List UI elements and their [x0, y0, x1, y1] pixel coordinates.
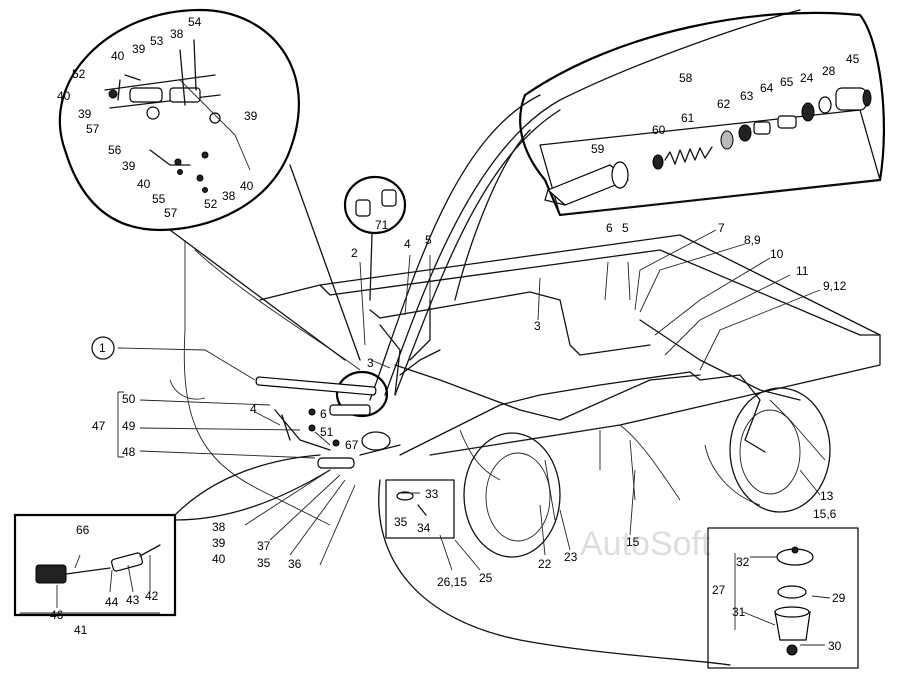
label: 52: [72, 67, 86, 81]
label: 67: [345, 438, 359, 452]
label: 4: [250, 402, 257, 416]
label: 44: [105, 595, 119, 609]
label: 59: [591, 142, 605, 156]
car-body-outline: [169, 234, 881, 526]
label: 60: [652, 123, 666, 137]
label: 15: [626, 535, 640, 549]
front-wheel: [463, 432, 561, 558]
leader-lines: [20, 229, 831, 646]
label: 4: [404, 237, 411, 251]
label: 30: [828, 639, 842, 653]
label: 40: [240, 179, 254, 193]
label: 34: [417, 521, 431, 535]
label: 47: [92, 419, 106, 433]
label: 40: [137, 177, 151, 191]
rear-wheel: [704, 387, 831, 513]
label: 40: [57, 89, 71, 103]
label: 5: [622, 221, 629, 235]
label: 37: [257, 539, 271, 553]
part-labels: 54 38 53 39 40 52 40 39 57 39 56 39 40 5…: [50, 15, 860, 653]
brake-lines: [359, 9, 801, 666]
label: 24: [800, 71, 814, 85]
label: 6: [320, 407, 327, 421]
label: 40: [111, 49, 125, 63]
label: 25: [479, 571, 493, 585]
label: 39: [132, 42, 146, 56]
label: 1: [99, 341, 106, 355]
label: 11: [796, 264, 809, 278]
label: 9,12: [823, 279, 847, 293]
label: 38: [222, 189, 236, 203]
label: 39: [244, 109, 258, 123]
label: 39: [212, 536, 226, 550]
label: 28: [822, 64, 836, 78]
label: 35: [257, 556, 271, 570]
label: 41: [74, 623, 88, 637]
label: 29: [832, 591, 846, 605]
watermark: AutoSoft: [580, 525, 711, 563]
label: 50: [122, 392, 136, 406]
label: 27: [712, 583, 726, 597]
label: 38: [212, 520, 226, 534]
label: 54: [188, 15, 202, 29]
label: 42: [145, 589, 159, 603]
label: 36: [288, 557, 302, 571]
label: 48: [122, 445, 136, 459]
label: 2: [351, 246, 358, 260]
label: 40: [212, 552, 226, 566]
label: 33: [425, 487, 439, 501]
label: 52: [204, 197, 218, 211]
label: 53: [150, 34, 164, 48]
label: 46: [50, 608, 64, 622]
label: 35: [394, 515, 408, 529]
label: 45: [846, 52, 860, 66]
label: 32: [736, 555, 750, 569]
label: 56: [108, 143, 122, 157]
label: 57: [86, 122, 100, 136]
label: 62: [717, 97, 731, 111]
label: 22: [538, 557, 552, 571]
label: 38: [170, 27, 184, 41]
label: 6: [606, 221, 613, 235]
label: 10: [770, 247, 784, 261]
label: 39: [122, 159, 136, 173]
label: 71: [375, 218, 389, 232]
label: 63: [740, 89, 754, 103]
label: 15,6: [813, 507, 837, 521]
label: 13: [820, 489, 834, 503]
label: 57: [164, 206, 178, 220]
label: 55: [152, 192, 166, 206]
detail-circle-linkage: [58, 8, 361, 361]
label: 51: [320, 425, 334, 439]
label: 65: [780, 75, 794, 89]
inset-box-27: [707, 527, 859, 669]
label: 7: [718, 221, 725, 235]
label: 3: [367, 356, 374, 370]
label: 8,9: [744, 233, 761, 247]
label: 61: [681, 111, 695, 125]
inset-box-41: [13, 454, 331, 617]
label: 43: [126, 593, 140, 607]
label: 58: [679, 71, 693, 85]
label: 3: [534, 319, 541, 333]
brake-shoes-detail: [343, 175, 407, 301]
label: 64: [760, 81, 774, 95]
pedal-mechanism: [255, 370, 391, 469]
label: 26,15: [437, 575, 467, 589]
detail-circle-cylinder: [519, 11, 886, 217]
label: 5: [425, 233, 432, 247]
label: 66: [76, 523, 90, 537]
label: 31: [732, 605, 746, 619]
label: 39: [78, 107, 92, 121]
label: 49: [122, 419, 136, 433]
label: 23: [564, 550, 578, 564]
inset-box-33: [385, 479, 455, 539]
